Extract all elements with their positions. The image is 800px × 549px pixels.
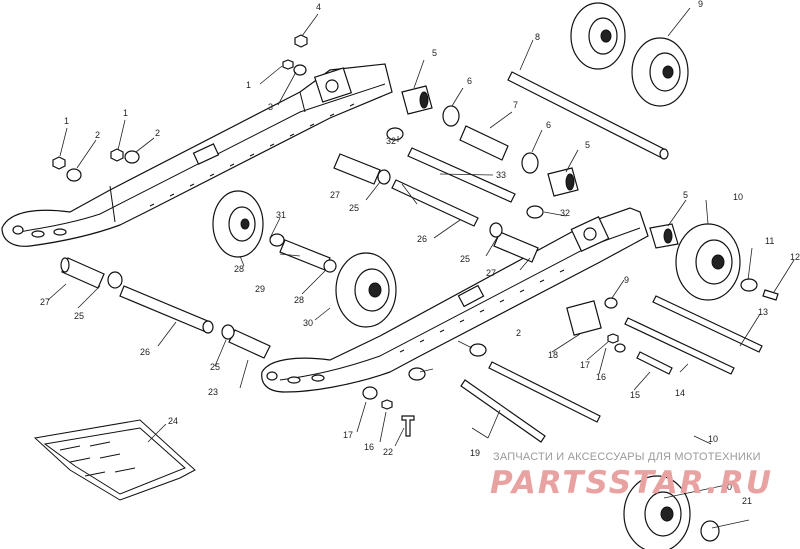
callout-26: 26 [417, 234, 427, 244]
callout-2: 2 [95, 130, 100, 140]
callout-6: 6 [546, 120, 551, 130]
callout-25: 25 [210, 362, 220, 372]
callout-21: 21 [742, 496, 752, 506]
callout-9: 9 [698, 0, 703, 9]
circlip-21 [700, 520, 720, 542]
left-rail [1, 63, 393, 247]
callout-28: 28 [294, 295, 304, 305]
callout-19: 19 [470, 448, 480, 458]
callout-28: 28 [234, 264, 244, 274]
spacers [60, 125, 602, 359]
callout-27: 27 [486, 268, 496, 278]
callout-17: 17 [580, 360, 590, 370]
callout-25: 25 [74, 311, 84, 321]
callout-10: 10 [708, 434, 718, 444]
right-rail [261, 207, 649, 393]
callout-5: 5 [585, 140, 590, 150]
callout-25: 25 [349, 203, 359, 213]
callout-6: 6 [467, 76, 472, 86]
hardware [52, 34, 779, 437]
callout-27: 27 [40, 297, 50, 307]
callout-labels: 1 1 1 2 2 2 3 4 5 5 5 6 6 7 8 9 9 10 10 … [40, 0, 800, 506]
callout-23: 23 [208, 387, 218, 397]
skid-plate [33, 419, 196, 501]
callout-2: 2 [155, 128, 160, 138]
wheel-28 [212, 190, 264, 258]
callout-7: 7 [513, 100, 518, 110]
callout-14: 14 [675, 388, 685, 398]
wheel-9-upper [570, 2, 626, 70]
wheel-10 [675, 223, 741, 301]
callout-29: 29 [255, 284, 265, 294]
callout-1: 1 [246, 80, 251, 90]
callout-17: 17 [343, 430, 353, 440]
callout-22: 22 [383, 447, 393, 457]
callout-8: 8 [535, 32, 540, 42]
callout-32: 32 [560, 208, 570, 218]
callout-2: 2 [516, 328, 521, 338]
callout-24: 24 [168, 416, 178, 426]
leader-lines [47, 7, 795, 529]
callout-31: 31 [276, 210, 286, 220]
watermark-tagline: ЗАПЧАСТИ И АКСЕССУАРЫ ДЛЯ МОТОТЕХНИКИ [493, 451, 761, 463]
callout-26: 26 [140, 347, 150, 357]
callout-10: 10 [733, 192, 743, 202]
callout-20: 20 [722, 482, 732, 492]
shafts [119, 71, 763, 443]
callout-1: 1 [123, 108, 128, 118]
callout-5: 5 [683, 190, 688, 200]
callout-30: 30 [303, 318, 313, 328]
callout-16: 16 [364, 442, 374, 452]
wheel-9-lower [631, 37, 689, 107]
callout-27: 27 [330, 190, 340, 200]
callout-33: 33 [496, 170, 506, 180]
callout-4: 4 [316, 2, 321, 12]
watermark-logo: PARTSSTAR.RU [490, 465, 774, 501]
callout-15: 15 [630, 390, 640, 400]
callout-25: 25 [460, 254, 470, 264]
callout-13: 13 [758, 307, 768, 317]
callout-18: 18 [548, 350, 558, 360]
callout-5: 5 [432, 48, 437, 58]
callout-3: 3 [268, 102, 273, 112]
callout-32: 32 [386, 136, 396, 146]
mounting-blocks [401, 85, 679, 249]
callout-1: 1 [64, 116, 69, 126]
callout-11: 11 [765, 236, 774, 246]
callout-12: 12 [790, 252, 800, 262]
wheel-30 [335, 252, 397, 328]
wheel-20 [623, 475, 691, 549]
callout-9: 9 [624, 275, 629, 285]
callout-16: 16 [596, 372, 606, 382]
